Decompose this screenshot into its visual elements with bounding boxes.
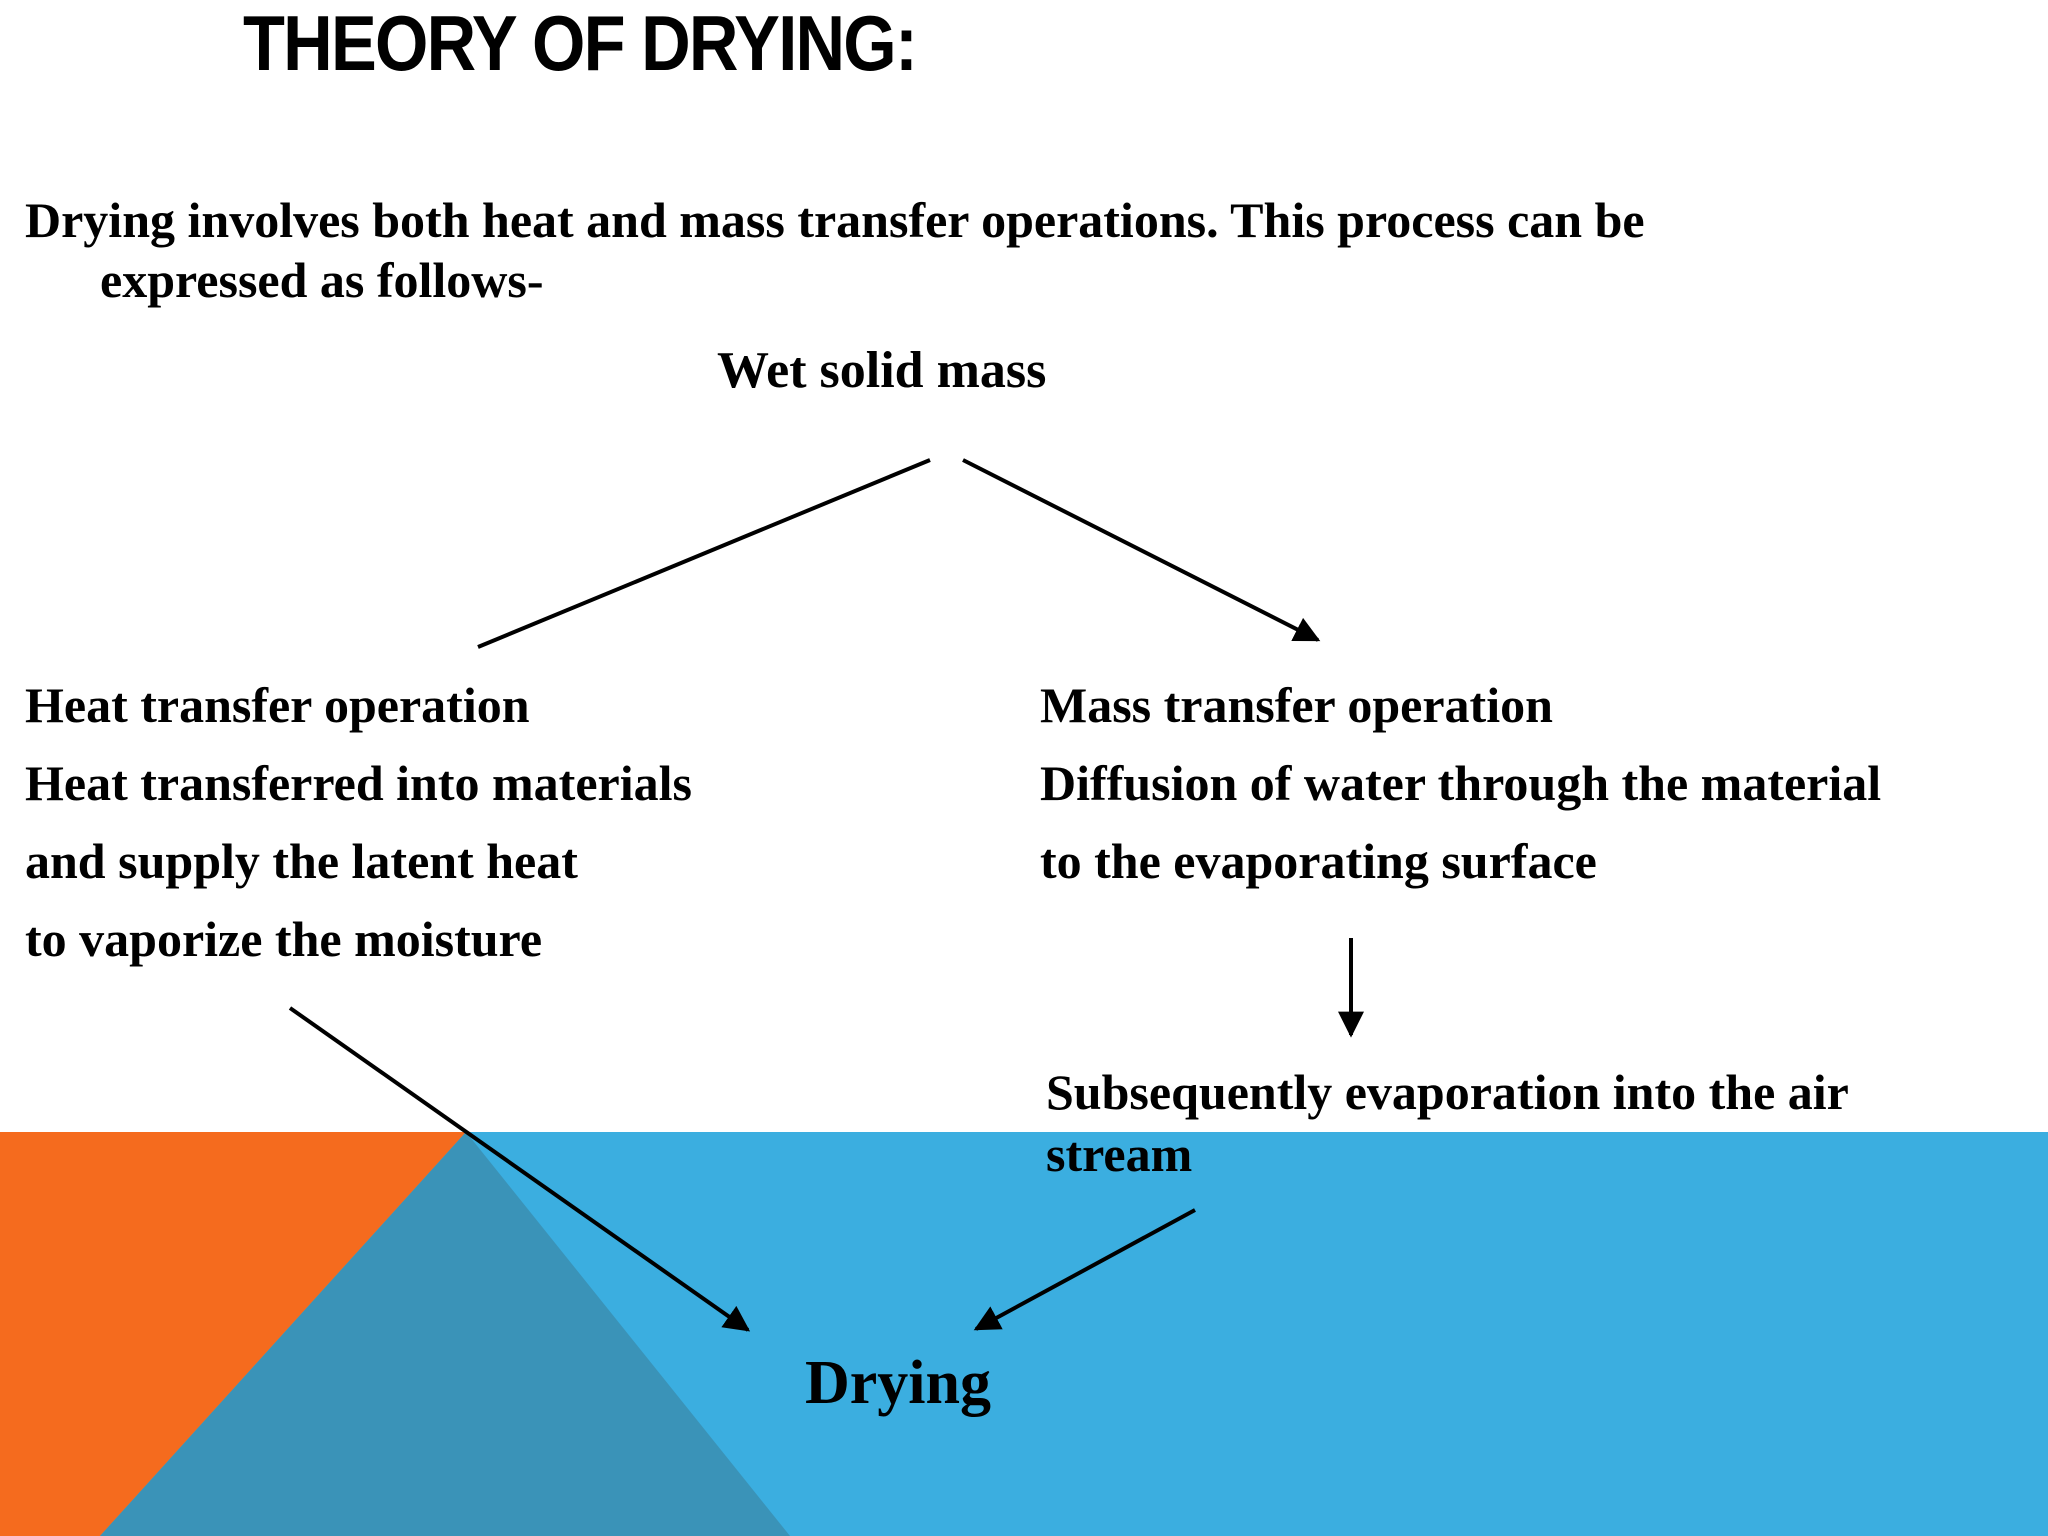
evaporation-line-1: Subsequently evaporation into the air	[1046, 1064, 1849, 1120]
evaporation-note: Subsequently evaporation into the air st…	[1046, 1061, 1849, 1185]
intro-line-1: Drying involves both heat and mass trans…	[25, 192, 1645, 248]
arrow-stream-to-drying	[973, 1208, 1196, 1331]
connector-group	[288, 458, 1364, 1332]
decor-teal-triangle	[100, 1132, 790, 1536]
slide-title: THEORY OF DRYING:	[243, 0, 918, 87]
node-drying: Drying	[805, 1349, 991, 1417]
mass-transfer-block: Mass transfer operation Diffusion of wat…	[1040, 666, 1881, 900]
heat-line-4: to vaporize the moisture	[25, 911, 543, 967]
mass-line-1: Mass transfer operation	[1040, 677, 1553, 733]
mass-line-2: Diffusion of water through the material	[1040, 755, 1882, 811]
mass-line-3: to the evaporating surface	[1040, 833, 1597, 889]
line-wet-to-heat	[477, 458, 931, 649]
heat-line-3: and supply the latent heat	[25, 833, 578, 889]
intro-line-2: expressed as follows-	[100, 252, 544, 308]
intro-paragraph: Drying involves both heat and mass trans…	[25, 190, 1645, 310]
heat-line-1: Heat transfer operation	[25, 677, 530, 733]
arrow-heat-to-drying	[288, 1006, 751, 1332]
heat-transfer-block: Heat transfer operation Heat transferred…	[25, 666, 692, 978]
decor-orange-shape	[0, 1132, 466, 1536]
node-wet-solid-mass: Wet solid mass	[717, 342, 1047, 399]
heat-line-2: Heat transferred into materials	[25, 755, 692, 811]
evaporation-line-2: stream	[1046, 1126, 1193, 1182]
arrow-wet-to-mass	[962, 458, 1321, 642]
